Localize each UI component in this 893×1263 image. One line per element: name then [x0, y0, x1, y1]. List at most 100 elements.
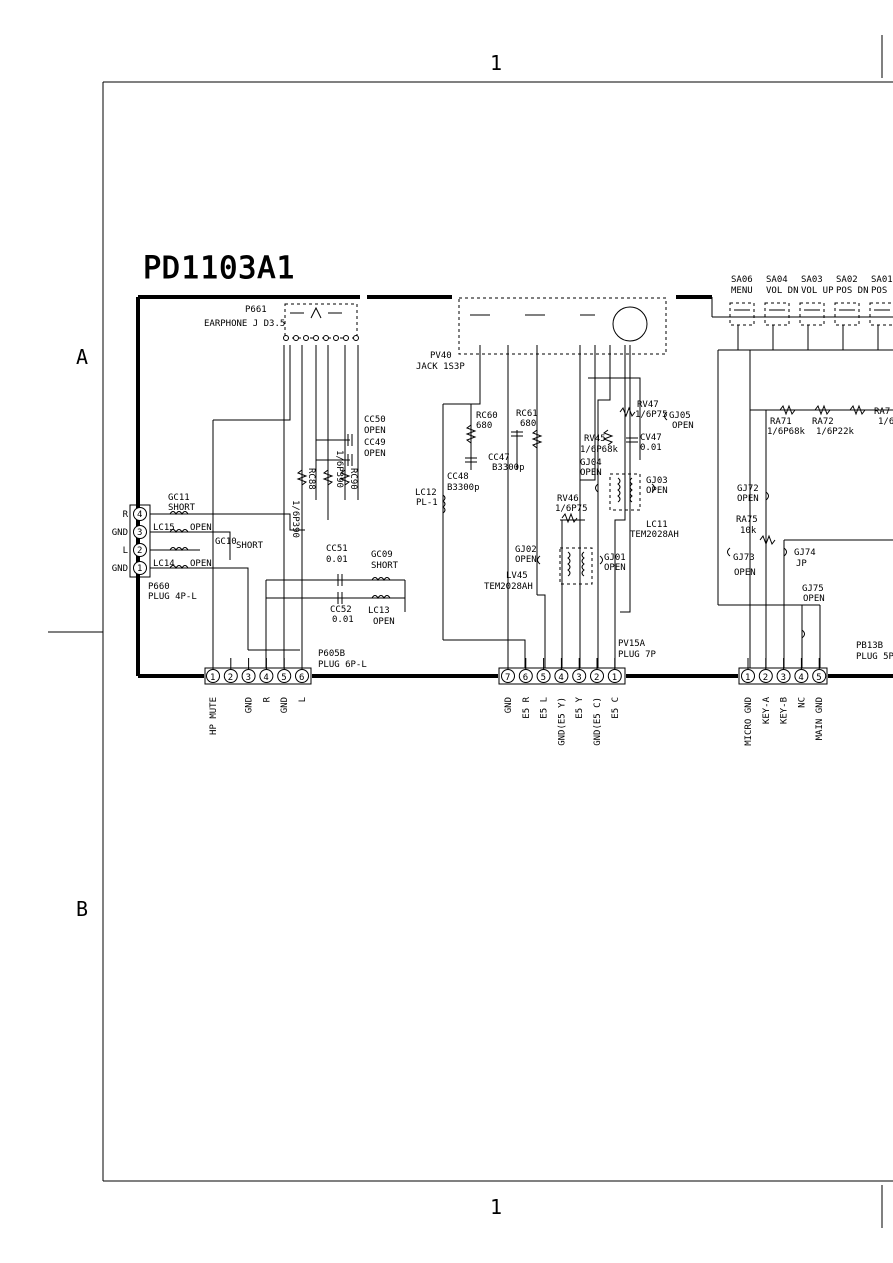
lc12-ref: LC12: [415, 488, 437, 498]
pb13b-signal-label: KEY-A: [762, 696, 772, 724]
lc15-ref: LC15: [153, 523, 175, 533]
p661-pin: [323, 335, 329, 341]
cc50-val: OPEN: [364, 426, 386, 436]
key-switch-function: VOL DN: [766, 286, 799, 296]
rv46-ref: RV46: [557, 494, 579, 504]
p661-pin: [293, 335, 299, 341]
component-symbols: [169, 404, 866, 639]
p660-pin: [133, 525, 147, 539]
sheet-number-bottom: 1: [490, 1195, 502, 1219]
key-switch-function: POS DN: [836, 286, 869, 296]
p605b-signal-label: GND: [245, 697, 255, 713]
key-switch-sa03: [799, 302, 825, 326]
p660-ref: P660: [148, 582, 170, 592]
p605b-pin-number: 2: [228, 673, 233, 683]
pv15a-pin-number: 5: [541, 673, 546, 683]
pb13b-signal-label: MICRO GND: [744, 697, 754, 746]
rv47-ref: RV47: [637, 400, 659, 410]
p605b-pin: [241, 669, 256, 683]
p661-pin: [303, 335, 309, 341]
gj01-ref: GJ01: [604, 553, 626, 563]
ra72-ref: RA72: [812, 417, 834, 427]
p661-pin: [283, 335, 289, 341]
gj74-ref: GJ74: [794, 548, 816, 558]
pv15a-pin: [554, 669, 569, 683]
p660-signal-label: GND: [112, 564, 128, 574]
gj01-val: OPEN: [604, 563, 626, 573]
pb13b-signal-label: KEY-B: [780, 697, 790, 724]
rc61-ref: RC61: [516, 409, 538, 419]
rv47-val: 1/6P75: [635, 410, 668, 420]
gj04-ref: GJ04: [580, 458, 602, 468]
p605b-ref: P605B: [318, 649, 345, 659]
lv45-ref: LV45: [506, 571, 528, 581]
pv15a-ref: PV15A: [618, 639, 646, 649]
pv15a-pin: [572, 669, 587, 683]
pv15a-signal-label: E5 R: [522, 696, 532, 718]
cv47-ref: CV47: [640, 433, 662, 443]
pv15a-pin: [518, 669, 533, 683]
pv15a-signal-label: E5 Y: [575, 696, 585, 718]
lc14-ref: LC14: [153, 559, 175, 569]
cc47-val: B3300p: [492, 463, 525, 473]
pv15a-signal-label: E5 L: [540, 697, 550, 719]
pb13b-signal-label: MAIN GND: [815, 697, 825, 740]
pb13b-pin-number: 2: [763, 673, 768, 683]
r690b-ref: 1/6P390: [334, 450, 344, 488]
p660-pin-number: 1: [137, 564, 142, 574]
p605b-pin-number: 1: [210, 673, 215, 683]
key-switch-function: VOL UP: [801, 286, 834, 296]
p605b-pin-number: 3: [246, 673, 251, 683]
key-switch-sa06: [729, 302, 755, 326]
cc49-val: OPEN: [364, 449, 386, 459]
av-jack-pv40: [458, 297, 667, 355]
pv15a-pin-number: 2: [594, 673, 599, 683]
pv15a-pin-number: 4: [558, 673, 563, 683]
sheet-frame: [48, 35, 893, 1228]
lv45-val: TEM2028AH: [484, 582, 533, 592]
p660-signal-label: R: [123, 510, 129, 520]
rc61-val: 680: [520, 419, 536, 429]
p660-type: PLUG 4P-L: [148, 592, 197, 602]
pb13b-ref: PB13B: [856, 641, 883, 651]
component-labels: RC60 680 RC61 680 CC48 B3300p CC47 B3300…: [153, 400, 893, 627]
gc09-ref: GC09: [371, 550, 393, 560]
p660-pin: [133, 543, 147, 557]
pv15a-pin: [536, 669, 551, 683]
gj03-val: OPEN: [646, 486, 668, 496]
p660-pin-number: 3: [137, 528, 142, 538]
gj72-val: OPEN: [737, 494, 759, 504]
board-outline: [136, 295, 893, 678]
p605b-pin: [206, 669, 220, 683]
p605b-pin: [295, 669, 309, 683]
p660-pin-number: 4: [137, 510, 142, 520]
gj05-val: OPEN: [672, 421, 694, 431]
ra73-ref: RA7: [874, 407, 890, 417]
p660-pin: [133, 561, 147, 575]
gj02-ref: GJ02: [515, 545, 537, 555]
p605b-pin-number: 4: [263, 673, 268, 683]
pb13b-pin: [812, 669, 827, 683]
p605b-signal-label: L: [298, 697, 308, 702]
r688-ref: RC88: [306, 468, 316, 490]
lc11-val: TEM2028AH: [630, 530, 679, 540]
p605b-pin: [259, 669, 274, 683]
cc51-ref: CC51: [326, 544, 348, 554]
pv15a-pin: [607, 669, 622, 683]
zone-a-label: A: [76, 345, 88, 369]
lc11-ref: LC11: [646, 520, 668, 530]
pb13b-pin-number: 1: [745, 673, 750, 683]
pb13b-pin: [758, 669, 773, 683]
pv15a-signal-label: GND(E5 Y): [557, 697, 567, 746]
key-switch-function: MENU: [731, 286, 753, 296]
cc52-val: 0.01: [332, 615, 354, 625]
pv40-desc: JACK 1S3P: [416, 362, 465, 372]
gc09-val: SHORT: [371, 561, 399, 571]
p605b-type: PLUG 6P-L: [318, 660, 367, 670]
zone-b-label: B: [76, 897, 88, 921]
key-switch-ref: SA02: [836, 275, 858, 285]
